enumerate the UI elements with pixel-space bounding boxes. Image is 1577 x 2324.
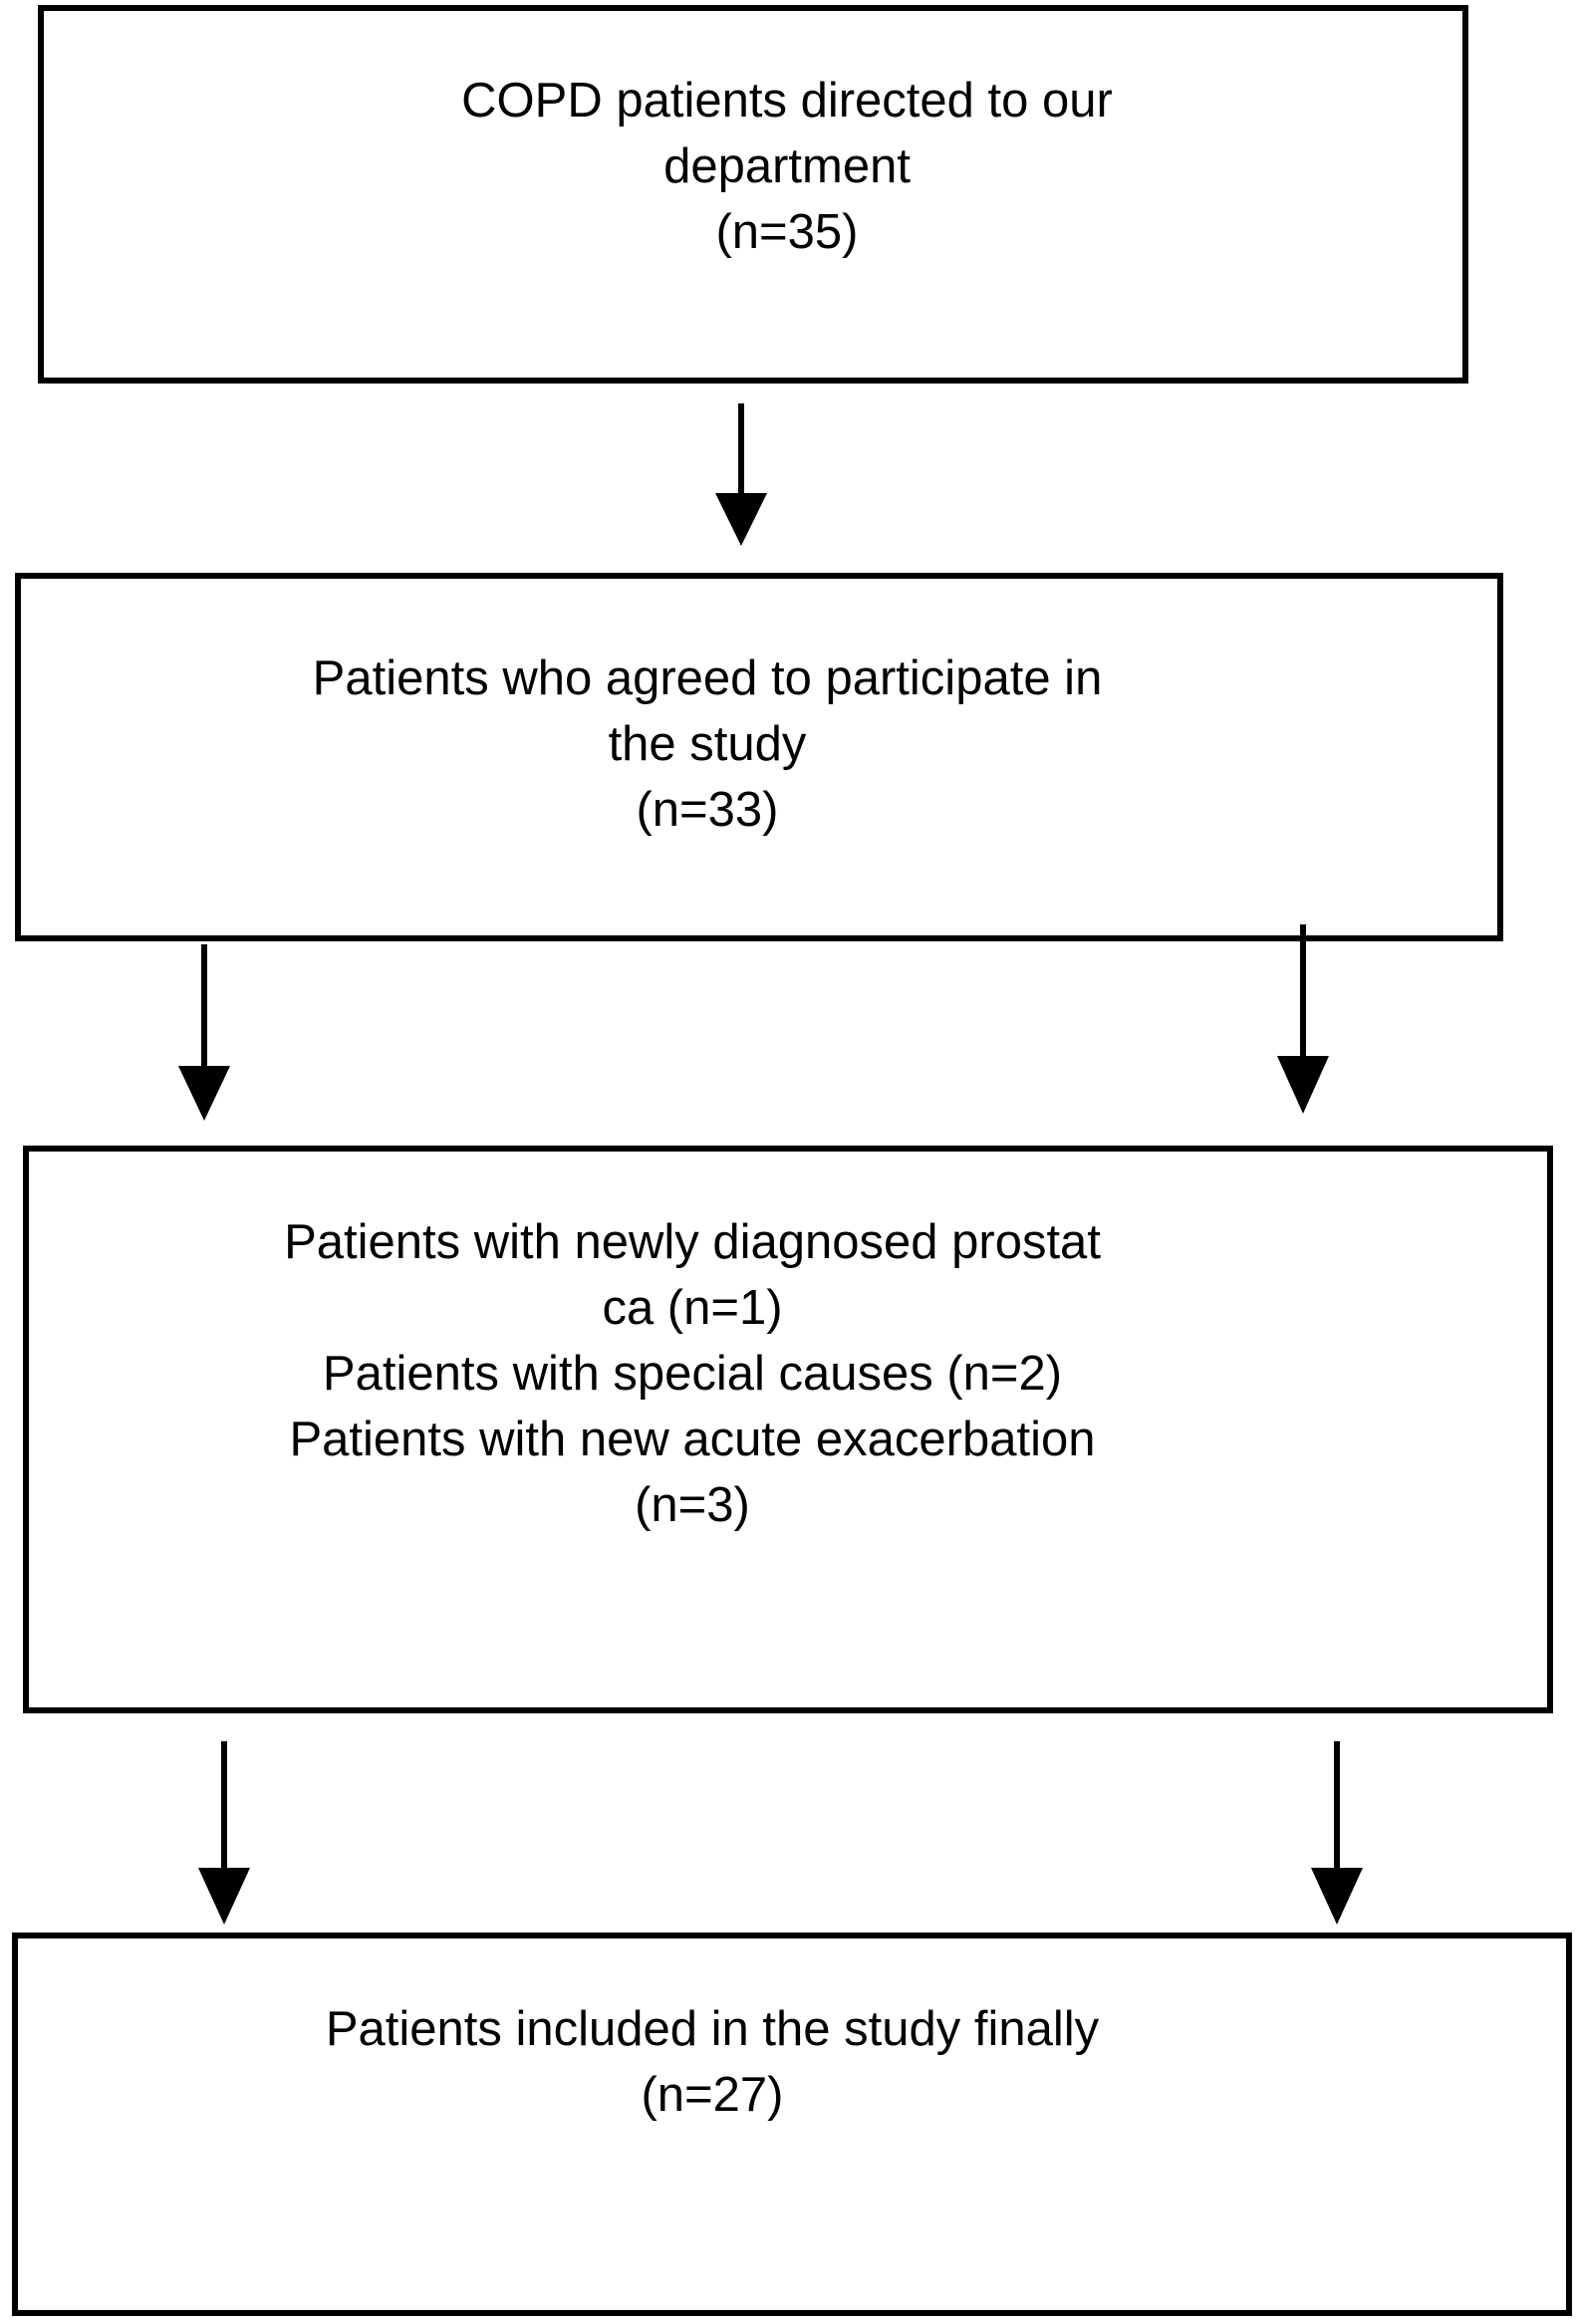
flow-box-agreed-to-participate [15, 573, 1503, 941]
arrow-box2-to-box3-left [178, 944, 230, 1121]
arrow-box3-to-box4-left [198, 1741, 250, 1925]
box-line: department [663, 139, 911, 193]
box-line: (n=27) [641, 2068, 784, 2122]
box-line: the study [608, 717, 807, 771]
flow-box-excluded-patients-text: Patients with newly diagnosed prostat ca… [189, 1209, 1195, 1538]
box-line: (n=35) [715, 205, 859, 259]
flow-box-copd-directed [38, 5, 1468, 384]
flow-box-included-finally-text: Patients included in the study finally (… [229, 1996, 1195, 2128]
arrow-box3-to-box4-right [1311, 1741, 1363, 1925]
box-line: Patients with newly diagnosed prostat [284, 1215, 1101, 1269]
flow-box-copd-directed-text: COPD patients directed to our department… [389, 68, 1185, 265]
arrow-box1-to-box2 [715, 403, 767, 546]
box-line: ca (n=1) [602, 1281, 783, 1335]
box-line: Patients with special causes (n=2) [322, 1347, 1063, 1401]
box-line: COPD patients directed to our [461, 74, 1113, 128]
box-line: (n=33) [636, 783, 779, 837]
box-line: Patients included in the study finally [325, 2002, 1100, 2056]
box-line: Patients who agreed to participate in [312, 651, 1103, 705]
arrow-box2-to-box3-right [1277, 924, 1329, 1114]
box-line: (n=3) [635, 1478, 750, 1532]
box-line: Patients with new acute exacerbation [289, 1413, 1096, 1466]
flow-box-excluded-patients [23, 1146, 1553, 1713]
flow-box-agreed-to-participate-text: Patients who agreed to participate in th… [229, 646, 1185, 843]
flow-box-included-finally [12, 1933, 1572, 2316]
